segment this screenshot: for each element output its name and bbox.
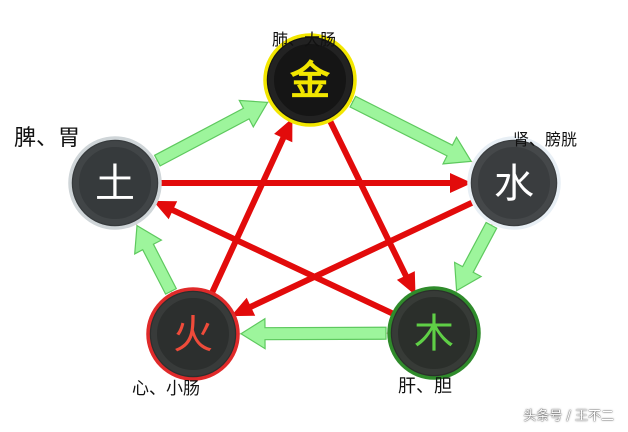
wood-circle-sheen [392, 291, 476, 375]
generating-arrow-metal-to-water [349, 95, 473, 165]
generating-arrow-water-to-wood [453, 221, 498, 292]
fire-circle-sheen [151, 292, 235, 376]
earth-circle-sheen [73, 141, 157, 225]
watermark: 头条号 / 王不二 [523, 409, 614, 424]
wood-element: 木 [387, 286, 481, 380]
water-circle-sheen [472, 141, 556, 225]
wood-circle [387, 286, 481, 380]
wood-organs-label: 肝、胆 [398, 376, 452, 397]
generating-arrow-fire-to-earth [134, 224, 178, 295]
fire-organs-label: 心、小肠 [132, 379, 200, 399]
fire-circle [146, 287, 240, 381]
controlling-arrow-water-to-fire [231, 197, 480, 317]
earth-element: 土 [68, 136, 162, 230]
generating-arrow-wood-to-fire [239, 317, 387, 350]
generating-arrow-earth-to-metal [153, 99, 269, 167]
water-organs-label: 肾、膀胱 [513, 130, 578, 149]
earth-circle [68, 136, 162, 230]
water-circle [467, 136, 561, 230]
water-element: 水 [467, 136, 561, 230]
controlling-arrow-metal-to-wood [324, 114, 416, 296]
controlling-arrow-fire-to-metal [207, 118, 293, 299]
metal-element: 金 [263, 33, 357, 127]
fire-glyph: 火 [173, 312, 213, 358]
earth-glyph: 土 [95, 161, 135, 207]
metal-circle-sheen [268, 38, 352, 122]
metal-organs-label: 肺、大肠 [272, 30, 337, 49]
wood-glyph: 木 [414, 311, 454, 357]
metal-glyph: 金 [289, 58, 331, 104]
water-glyph: 水 [494, 161, 534, 207]
earth-organs-label: 脾、胃 [14, 126, 81, 151]
fire-element: 火 [146, 287, 240, 381]
metal-circle [263, 33, 357, 127]
controlling-arrow-wood-to-earth [153, 200, 400, 319]
controlling-arrow-earth-to-water [155, 173, 472, 193]
